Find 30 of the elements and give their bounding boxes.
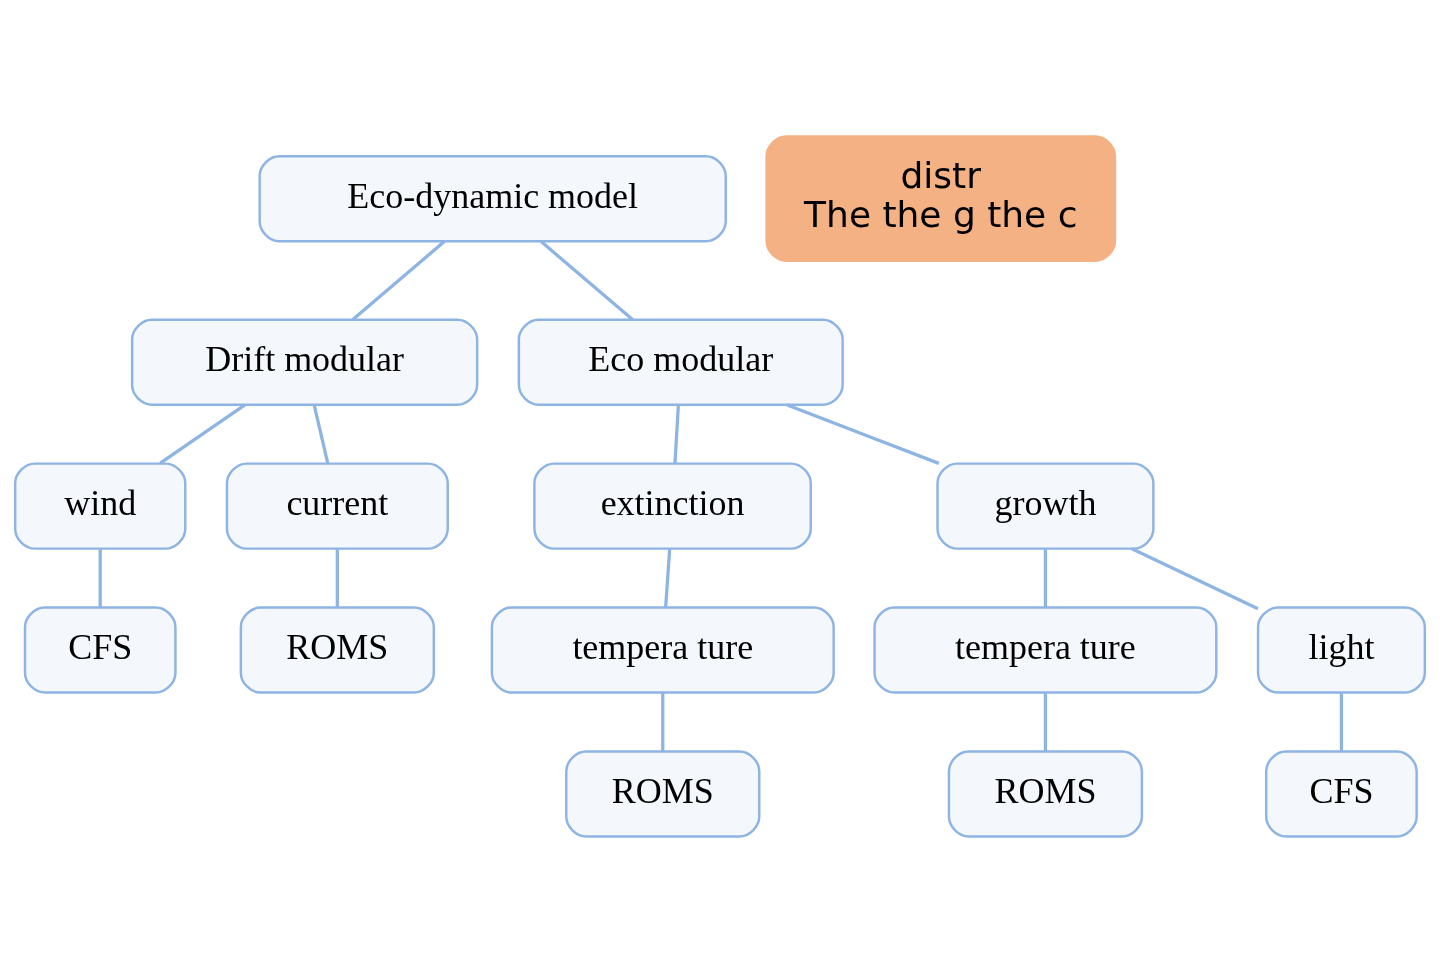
node-box: tempera ture [873,606,1218,694]
node-box: CFS [23,606,177,694]
connector [335,549,339,608]
connector [1339,693,1344,752]
node-box: extinction [533,462,812,550]
connector [673,405,680,464]
connector [664,549,672,608]
connector [312,404,330,464]
connector [786,403,940,465]
node-box: wind [13,462,187,550]
connector [98,549,102,608]
node-box: CFS [1264,750,1418,838]
node-box: current [225,462,449,550]
connector [351,240,446,321]
node-box: Eco modular [517,318,844,406]
node-box: ROMS [565,750,761,838]
connector [1043,549,1048,608]
connector [159,403,246,465]
connector [1131,547,1259,611]
connector [661,693,665,752]
node-box: light [1256,606,1427,694]
node-box: tempera ture [490,606,835,694]
node-box: ROMS [239,606,436,694]
node-box: distr The the g the c [765,135,1117,263]
node-box: growth [936,462,1155,550]
node-box: Eco-dynamic model [258,154,727,243]
node-box: Drift modular [130,318,479,406]
connector [1043,693,1048,752]
connector [540,240,634,321]
node-box: ROMS [947,750,1144,838]
